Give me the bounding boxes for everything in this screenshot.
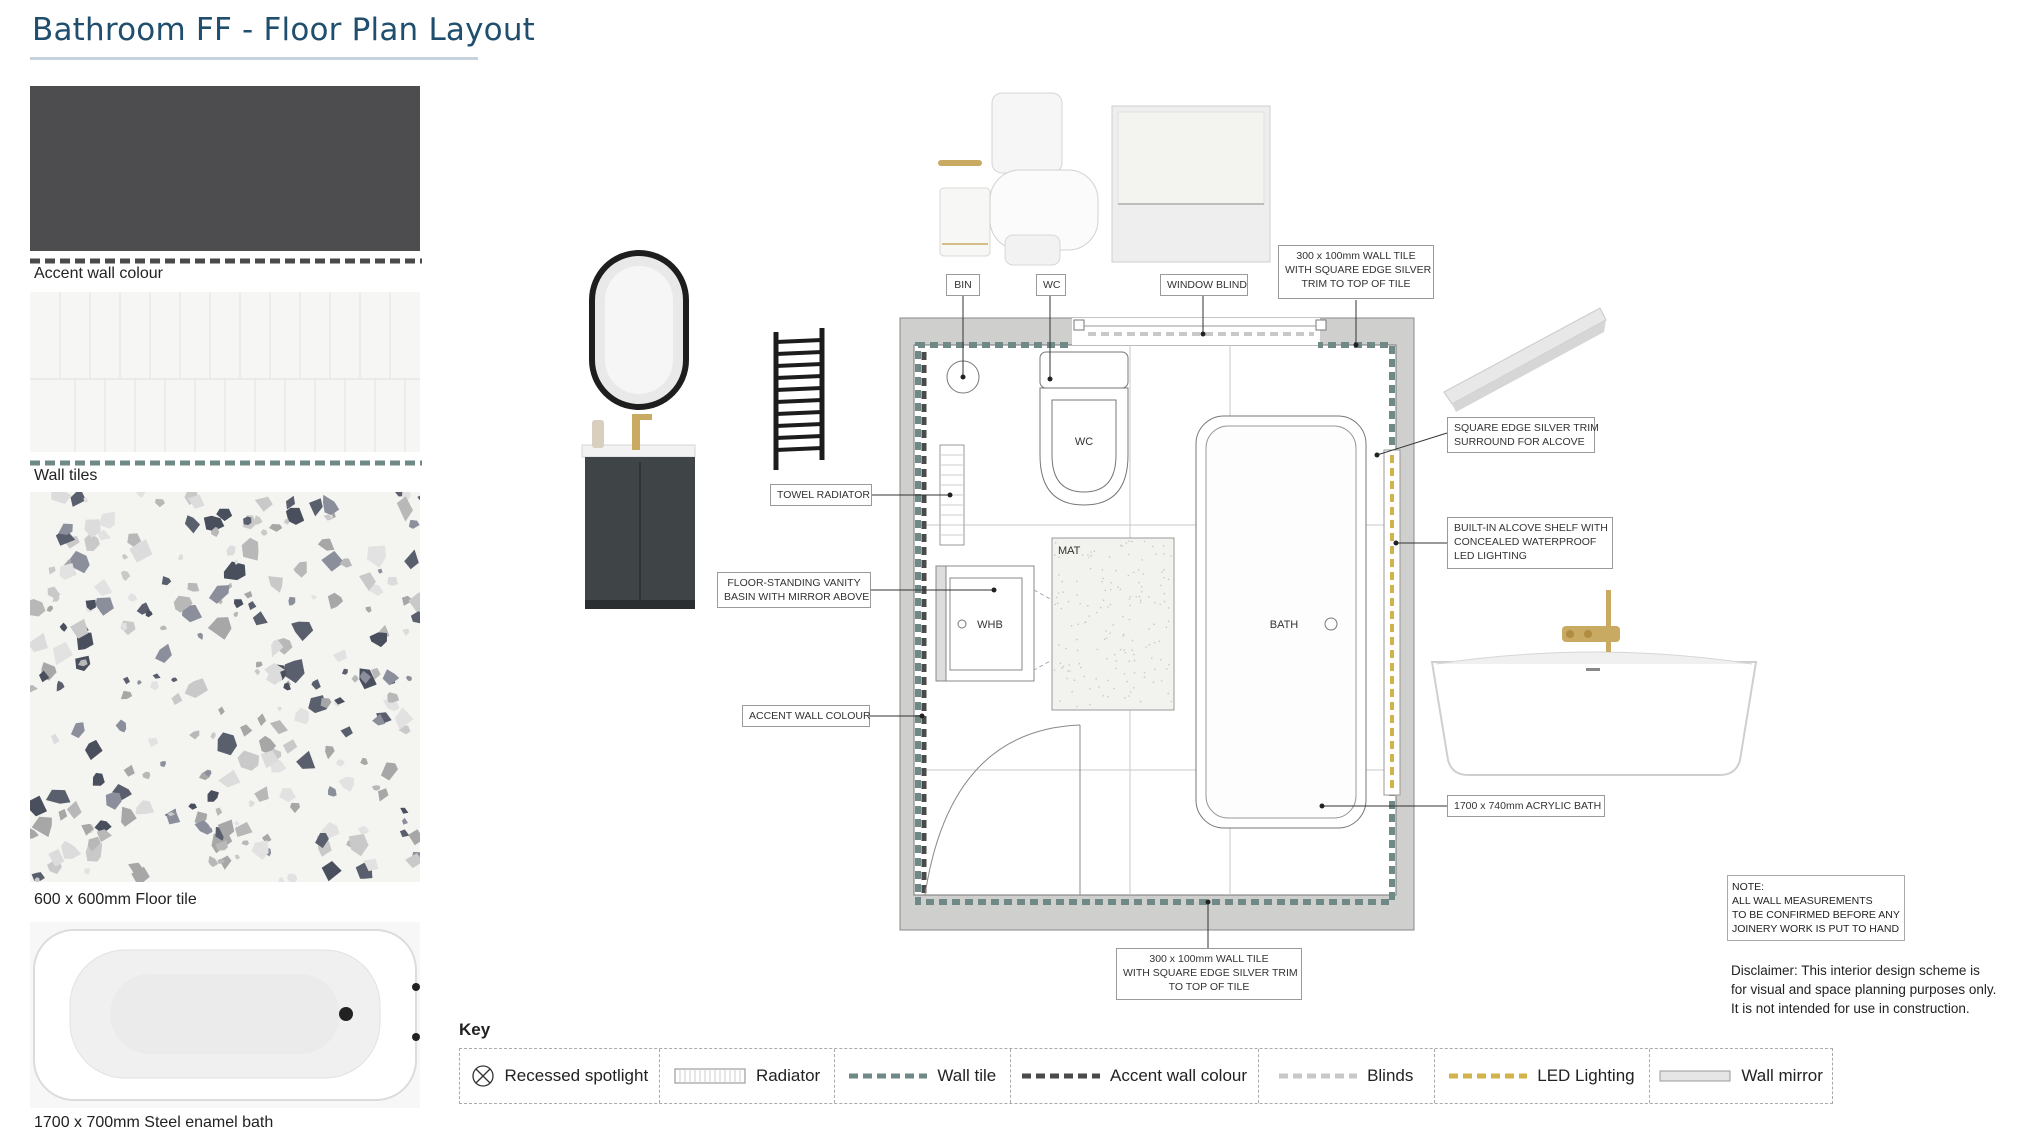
key-item-blinds: Blinds	[1259, 1049, 1435, 1103]
silver-trim-callout-line-1: SQUARE EDGE SILVER TRIM	[1454, 422, 1599, 434]
towel-radiator-image	[773, 328, 825, 470]
bath-mat-plan	[1051, 537, 1175, 711]
disclaimer-line-3: It is not intended for use in constructi…	[1731, 1001, 1970, 1016]
window-blind-callout: WINDOW BLIND	[1160, 274, 1248, 296]
silver-trim-callout: SQUARE EDGE SILVER TRIM SURROUND FOR ALC…	[1447, 417, 1599, 453]
roller-blind-image	[1111, 105, 1271, 263]
leader-dots	[919, 331, 1399, 905]
key-item-wall-tile: Wall tile	[835, 1049, 1012, 1103]
wc-plan-label: WC	[1075, 436, 1093, 448]
wall-tile-top-line-3: TRIM TO TOP OF TILE	[1301, 278, 1411, 290]
wall-tile-line	[915, 342, 1395, 905]
silver-trim-callout-line-2: SURROUND FOR ALCOVE	[1454, 436, 1585, 448]
door-swing	[924, 724, 1081, 896]
key-legend: Recessed spotlight Radiator Wall tile Ac…	[459, 1048, 1833, 1104]
steel-bath-label: 1700 x 700mm Steel enamel bath	[34, 1114, 274, 1131]
wall-tile-line-icon	[849, 1073, 928, 1079]
whb-plan-label: WHB	[977, 619, 1003, 631]
key-title: Key	[459, 1020, 491, 1039]
wall-tile-bottom-callout: 300 x 100mm WALL TILE WITH SQUARE EDGE S…	[1116, 948, 1302, 1000]
acrylic-bath-callout: 1700 x 740mm ACRYLIC BATH	[1447, 795, 1605, 817]
bin-callout: BIN	[946, 274, 980, 296]
measurement-note: NOTE: ALL WALL MEASUREMENTS TO BE CONFIR…	[1727, 875, 1905, 941]
key-label-accent-wall: Accent wall colour	[1110, 1066, 1248, 1085]
blinds-line-icon	[1279, 1073, 1358, 1079]
vanity-callout: FLOOR-STANDING VANITY BASIN WITH MIRROR …	[717, 572, 871, 608]
bath-plan	[1195, 415, 1367, 829]
mat-plan-label: MAT	[1058, 545, 1081, 557]
page-title: Bathroom FF - Floor Plan Layout	[32, 12, 536, 48]
recessed-spotlight-icon	[471, 1065, 494, 1087]
key-label-radiator: Radiator	[755, 1066, 821, 1085]
bin-image	[938, 160, 991, 257]
key-label-wall-mirror: Wall mirror	[1741, 1066, 1823, 1085]
note-line-3: TO BE CONFIRMED BEFORE ANY	[1732, 909, 1900, 921]
vanity-callout-line-2: BASIN WITH MIRROR ABOVE	[724, 591, 870, 603]
accent-wall-callout: ACCENT WALL COLOUR	[742, 705, 871, 727]
note-line-1: NOTE:	[1732, 881, 1765, 893]
accent-wall-line-icon	[1022, 1073, 1101, 1079]
vanity-plan	[935, 565, 1035, 682]
disclaimer-line-1: Disclaimer: This interior design scheme …	[1731, 963, 1980, 978]
note-line-2: ALL WALL MEASUREMENTS	[1732, 895, 1873, 907]
key-item-radiator: Radiator	[660, 1049, 836, 1103]
wall-tile-dash-strip	[30, 460, 422, 466]
key-item-accent-wall: Accent wall colour	[1011, 1049, 1259, 1103]
radiator-icon	[674, 1068, 746, 1084]
wall-tile-bottom-line-1: 300 x 100mm WALL TILE	[1149, 953, 1269, 965]
wall-tiles-swatch	[30, 292, 420, 452]
vanity-callout-line-1: FLOOR-STANDING VANITY	[727, 577, 861, 589]
wall-tile-bottom-line-2: WITH SQUARE EDGE SILVER TRIM	[1123, 967, 1298, 979]
key-label-blinds: Blinds	[1367, 1066, 1414, 1085]
floor-tile-label: 600 x 600mm Floor tile	[34, 891, 197, 908]
title-underline	[30, 57, 478, 60]
note-line-4: JOINERY WORK IS PUT TO HAND	[1732, 923, 1900, 935]
wall-tile-top-callout: 300 x 100mm WALL TILE WITH SQUARE EDGE S…	[1278, 245, 1434, 299]
toilet-image	[989, 92, 1099, 266]
accent-wall-callout-text: ACCENT WALL COLOUR	[749, 710, 871, 722]
accent-dash-strip	[30, 258, 422, 264]
towel-radiator-callout: TOWEL RADIATOR	[770, 484, 872, 506]
alcove-shelf-callout-line-3: LED LIGHTING	[1454, 550, 1527, 562]
key-item-led-lighting: LED Lighting	[1435, 1049, 1651, 1103]
silver-trim-image	[1443, 307, 1607, 412]
key-label-wall-tile: Wall tile	[937, 1066, 997, 1085]
wall-tiles-label: Wall tiles	[34, 467, 98, 484]
window-blind-callout-text: WINDOW BLIND	[1167, 279, 1247, 291]
alcove-shelf-callout-line-1: BUILT-IN ALCOVE SHELF WITH	[1454, 522, 1608, 534]
towel-radiator-callout-text: TOWEL RADIATOR	[777, 489, 870, 501]
wall-tile-top-line-1: 300 x 100mm WALL TILE	[1296, 250, 1416, 262]
bath-plan-label: BATH	[1270, 619, 1299, 631]
wall-tile-bottom-line-3: TO TOP OF TILE	[1168, 981, 1250, 993]
accent-wall-label: Accent wall colour	[34, 265, 163, 282]
disclaimer: Disclaimer: This interior design scheme …	[1731, 961, 2021, 1018]
led-lighting-line-icon	[1449, 1073, 1528, 1079]
floor-tile-swatch	[30, 492, 420, 882]
freestanding-bath-image	[1430, 590, 1758, 776]
wc-callout: WC	[1036, 274, 1066, 296]
accent-wall-swatch	[30, 86, 420, 251]
key-label-recessed-spotlight: Recessed spotlight	[504, 1066, 649, 1085]
wc-plan	[1039, 351, 1129, 506]
key-item-recessed-spotlight: Recessed spotlight	[460, 1049, 660, 1103]
steel-bath-image	[30, 922, 420, 1108]
vanity-unit-image	[581, 414, 696, 609]
disclaimer-line-2: for visual and space planning purposes o…	[1731, 982, 1997, 997]
leader-lines	[870, 296, 1448, 948]
key-label-led-lighting: LED Lighting	[1537, 1066, 1635, 1085]
window-recess	[1072, 318, 1320, 345]
alcove-shelf-callout-line-2: CONCEALED WATERPROOF	[1454, 536, 1597, 548]
alcove-shelf-callout: BUILT-IN ALCOVE SHELF WITH CONCEALED WAT…	[1447, 517, 1613, 569]
oval-mirror-image	[589, 250, 689, 410]
wc-callout-text: WC	[1043, 279, 1061, 291]
acrylic-bath-callout-text: 1700 x 740mm ACRYLIC BATH	[1454, 800, 1602, 812]
wall-mirror-icon	[1659, 1070, 1731, 1082]
bin-callout-text: BIN	[954, 279, 972, 291]
wall-tile-top-line-2: WITH SQUARE EDGE SILVER	[1285, 264, 1432, 276]
key-item-wall-mirror: Wall mirror	[1650, 1049, 1832, 1103]
